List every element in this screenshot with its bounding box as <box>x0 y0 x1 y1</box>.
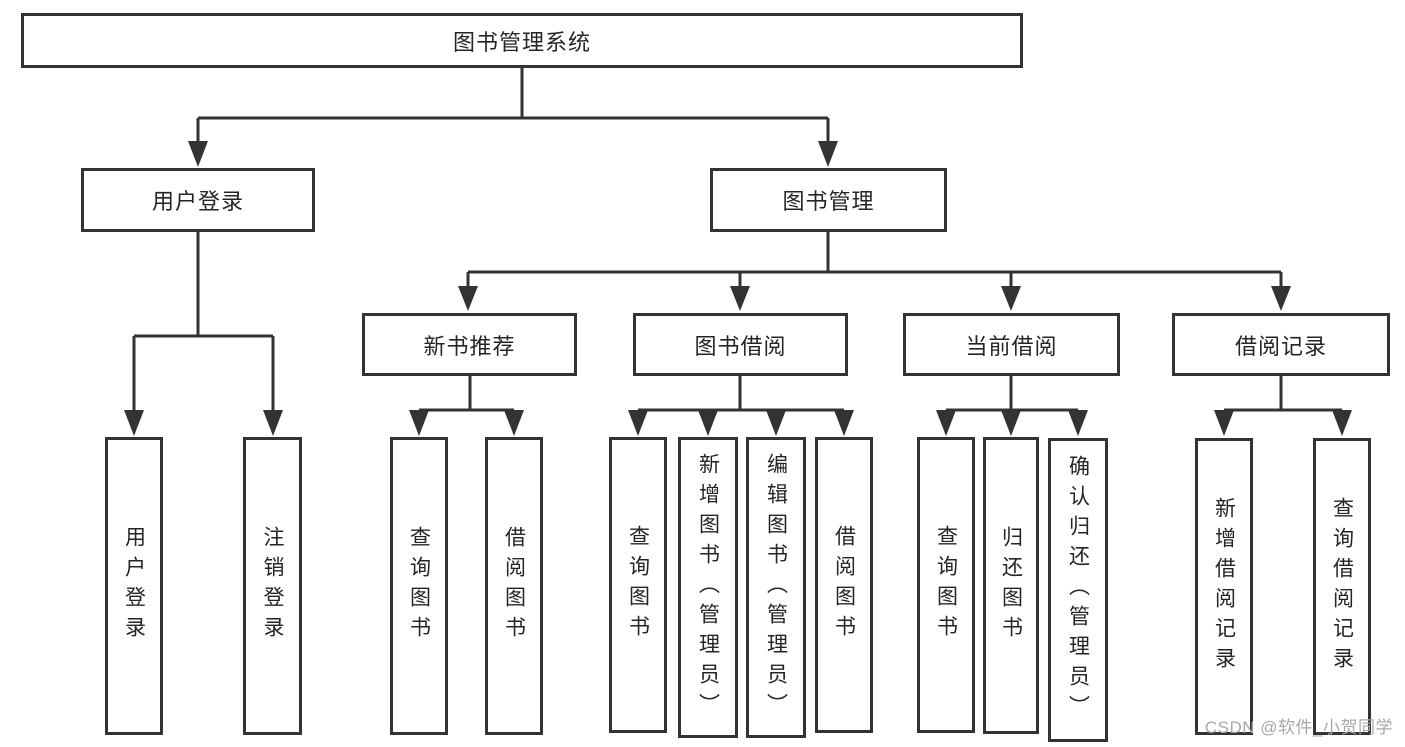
connector-user-login <box>132 232 275 412</box>
arrow-down-icon <box>504 410 524 436</box>
arrow-down-icon <box>818 141 838 167</box>
node-label: 编辑图书（管理员） <box>764 452 788 723</box>
leaf-query-borrow-record: 查询借阅记录 <box>1313 438 1371 735</box>
leaf-logout: 注销登录 <box>243 437 302 735</box>
connector-current-borrow <box>946 376 1078 412</box>
arrow-down-icon <box>1068 410 1088 436</box>
arrow-down-icon <box>834 410 854 436</box>
node-label: 查询图书 <box>934 525 958 645</box>
node-label: 查询图书 <box>407 526 431 646</box>
node-borrow-records: 借阅记录 <box>1172 313 1390 376</box>
connector-book-borrow <box>638 376 844 412</box>
arrow-down-icon <box>1271 286 1291 311</box>
connector-new-book-recommend <box>419 376 514 412</box>
node-label: 新增借阅记录 <box>1212 496 1236 677</box>
node-label: 注销登录 <box>261 526 284 646</box>
arrow-down-icon <box>628 410 648 436</box>
leaf-query-books-3: 查询图书 <box>917 437 975 733</box>
node-label: 当前借阅 <box>965 333 1058 359</box>
connector-root <box>196 68 830 143</box>
node-label: 新书推荐 <box>423 333 516 359</box>
leaf-query-books-1: 查询图书 <box>390 437 448 735</box>
arrow-down-icon <box>1001 410 1021 436</box>
leaf-query-books-2: 查询图书 <box>609 437 667 733</box>
node-label: 借阅图书 <box>832 525 856 645</box>
arrow-down-icon <box>409 410 429 436</box>
connector-borrow-records <box>1224 376 1342 412</box>
node-label: 查询图书 <box>626 525 650 645</box>
leaf-return-books: 归还图书 <box>983 437 1039 734</box>
node-label: 查询借阅记录 <box>1330 496 1354 677</box>
node-label: 借阅记录 <box>1234 333 1327 359</box>
arrow-down-icon <box>263 410 283 436</box>
arrow-down-icon <box>1001 286 1021 311</box>
node-book-management: 图书管理 <box>710 168 947 232</box>
arrow-down-icon <box>730 286 750 311</box>
arrow-down-icon <box>188 141 208 167</box>
arrow-down-icon <box>1214 410 1234 436</box>
leaf-borrow-books-1: 借阅图书 <box>485 437 543 735</box>
leaf-add-books-admin: 新增图书（管理员） <box>678 437 738 738</box>
node-book-borrow: 图书借阅 <box>633 313 848 376</box>
csdn-watermark: CSDN @软件_小贺同学 <box>1204 718 1393 737</box>
leaf-add-borrow-record: 新增借阅记录 <box>1195 438 1253 735</box>
leaf-confirm-return-admin: 确认归还（管理员） <box>1048 438 1108 742</box>
node-label: 用户登录 <box>122 526 146 646</box>
leaf-user-login: 用户登录 <box>105 437 163 735</box>
arrowheads <box>124 141 1352 436</box>
connector-book-management <box>466 232 1283 287</box>
node-root-system: 图书管理系统 <box>21 13 1023 68</box>
arrow-down-icon <box>1332 410 1352 436</box>
node-label: 借阅图书 <box>502 526 526 646</box>
arrow-down-icon <box>124 410 144 436</box>
arrow-down-icon <box>458 286 478 311</box>
node-user-login: 用户登录 <box>81 168 315 232</box>
arrow-down-icon <box>936 410 956 436</box>
leaf-edit-books-admin: 编辑图书（管理员） <box>746 437 806 738</box>
arrow-down-icon <box>766 410 786 436</box>
node-label: 归还图书 <box>999 525 1023 646</box>
node-label: 图书管理系统 <box>452 29 591 55</box>
node-label: 图书管理 <box>782 189 875 214</box>
node-new-book-recommend: 新书推荐 <box>362 313 577 376</box>
leaf-borrow-books-2: 借阅图书 <box>815 437 873 733</box>
node-label: 新增图书（管理员） <box>696 452 720 723</box>
arrow-down-icon <box>698 410 718 436</box>
node-current-borrow: 当前借阅 <box>903 313 1120 376</box>
node-label: 确认归还（管理员） <box>1066 455 1090 725</box>
node-label: 图书借阅 <box>694 333 787 359</box>
node-label: 用户登录 <box>151 189 244 214</box>
